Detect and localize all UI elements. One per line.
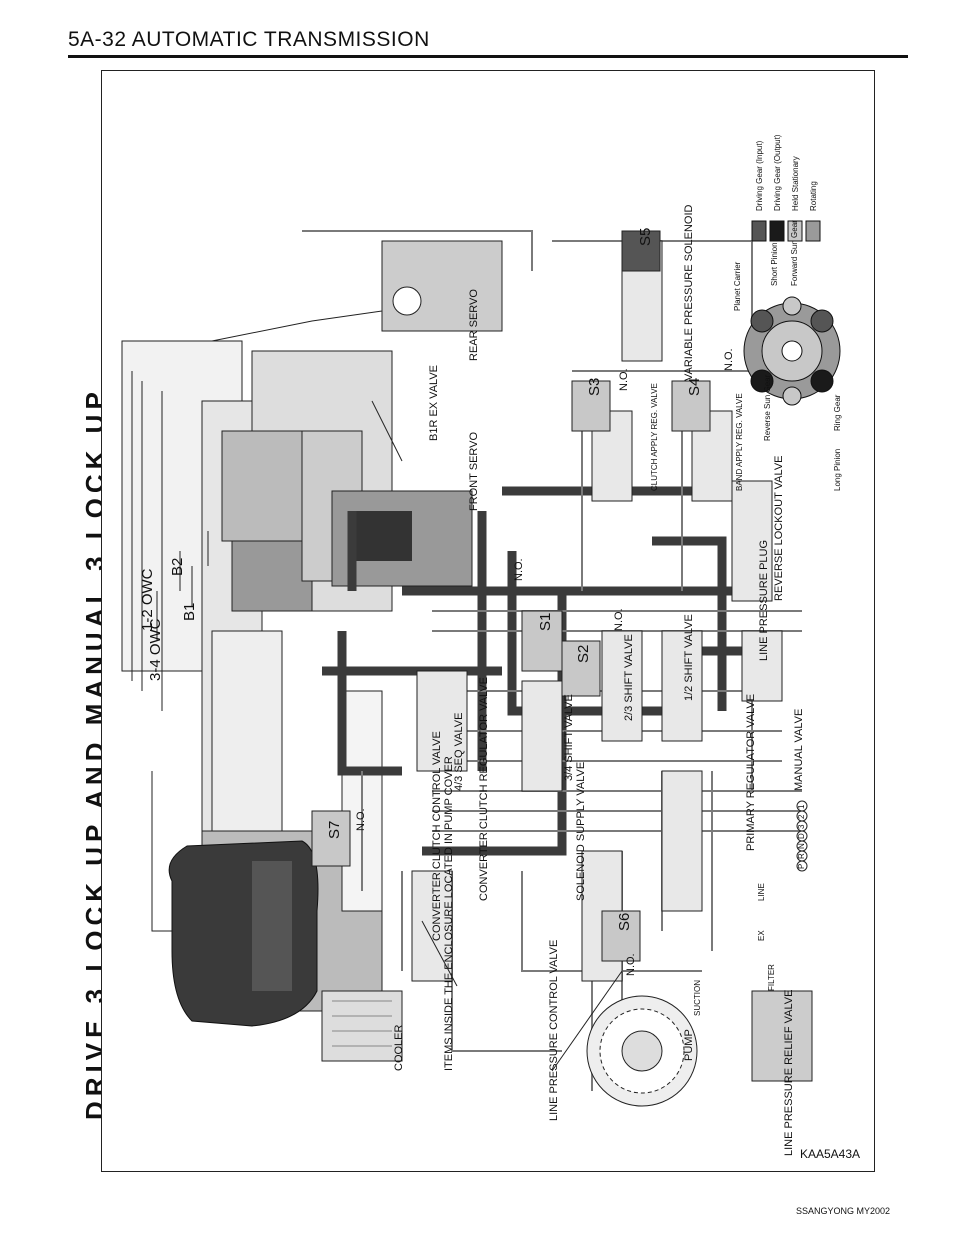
manual-valve-positions: P R N D 3 2 1 (796, 800, 808, 872)
cooler: COOLER (321, 990, 405, 1071)
s3-no-label: N.O. (618, 368, 630, 391)
s5-label: S5 (637, 228, 654, 246)
pump-label: PUMP (683, 1029, 695, 1061)
line-pressure-plug-label: LINE PRESSURE PLUG (758, 540, 770, 661)
s2-no-label: N.O. (613, 608, 625, 631)
legend-held: Held Stationary (791, 156, 800, 211)
figure-code: KAA5A43A (799, 1147, 860, 1161)
long-pinion-label: Long Pinion (833, 449, 842, 491)
line-label: LINE (757, 883, 766, 901)
ring-gear-label: Ring Gear (833, 394, 842, 431)
line-pressure-control-label: LINE PRESSURE CONTROL VALVE (548, 940, 560, 1121)
pump-gear: PUMP SUCTION (586, 980, 702, 1107)
clutch-apply-reg-label: CLUTCH APPLY REG. VALVE (650, 383, 659, 491)
s3-label: S3 (586, 378, 603, 396)
short-pinion-label: Short Pinion (770, 242, 779, 286)
s7-no-label: N.O. (355, 808, 367, 831)
manual-valve-label: MANUAL VALVE (793, 709, 805, 791)
gear-legend: Driving Gear (Input) Driving Gear (Outpu… (751, 134, 821, 242)
ex-label: EX (757, 930, 766, 941)
b2-label: B2 (169, 558, 186, 576)
band-apply-reg-label: BAND APPLY REG. VALVE (735, 393, 744, 491)
line-pressure-relief-valve: LINE PRESSURE RELIEF VALVE (751, 990, 813, 1156)
solenoid-bodies (311, 230, 711, 962)
items-inside-label: ITEMS INSIDE THE ENCLOSURE LOCATED IN PU… (443, 756, 455, 1071)
s1-no-label: N.O. (513, 558, 525, 581)
pos-p: P (797, 864, 806, 869)
torque-converter (168, 840, 319, 1027)
header-rule (68, 55, 908, 58)
cc-control-label: CONVERTER CLUTCH CONTROL VALVE (431, 731, 443, 941)
shift34-label: 3/4 SHIFT VALVE (563, 694, 575, 781)
planetary-gear-set (743, 296, 841, 406)
solenoid-labels: S1 S2 S3 S4 S5 S6 S7 N.O. N.O. N.O. N.O.… (326, 228, 735, 976)
rear-servo: REAR SERVO (381, 240, 503, 361)
owc34-label: 3-4 OWC (147, 618, 164, 681)
owc12-label: 1-2 OWC (139, 568, 156, 631)
front-servo-label: FRONT SERVO (468, 432, 480, 511)
seq43-label: 4/3 SEQ VALVE (453, 713, 465, 791)
legend-rotating: Rotating (809, 181, 818, 211)
pos-n: N (797, 843, 806, 849)
variable-pressure-label: VARIABLE PRESSURE SOLENOID (683, 204, 695, 381)
legend-driving-input: Driving Gear (Input) (755, 140, 764, 211)
legend-swatch-driving-input (751, 220, 767, 242)
s2-label: S2 (575, 645, 592, 663)
valve-labels: 4/3 SEQ VALVE 3/4 SHIFT VALVE 2/3 SHIFT … (431, 204, 805, 1121)
reverse-lockout-label: REVERSE LOCKOUT VALVE (773, 456, 785, 602)
cooler-label: COOLER (393, 1024, 405, 1071)
legend-swatch-driving-output (769, 220, 785, 242)
pos-d: D (797, 833, 806, 839)
page-footer: SSANGYONG MY2002 (796, 1206, 891, 1216)
clutch-labels: 3-4 OWC B1 1-2 OWC B2 (139, 531, 209, 681)
b1-label: B1 (181, 603, 198, 621)
pos-2: 2 (797, 814, 806, 819)
pos-3: 3 (797, 824, 806, 829)
cc-reg-label: CONVERTER CLUTCH REGULATOR VALVE (478, 677, 490, 901)
page-header: 5A-32 AUTOMATIC TRANSMISSION (68, 28, 430, 51)
misc-labels: FILTER LINE EX (757, 883, 776, 991)
s4-no-label: N.O. (723, 348, 735, 371)
s7-label: S7 (326, 821, 343, 839)
pos-r: R (797, 853, 806, 859)
reverse-sun-label: Reverse Sun Gear (763, 374, 772, 441)
filter-label: FILTER (767, 964, 776, 991)
hydraulic-circuit-diagram: COOLER REAR SERVO FRONT SERVO B1R EX VAL… (121, 134, 842, 1156)
legend-swatch-held (787, 220, 803, 242)
s1-label: S1 (537, 613, 554, 631)
suction-label: SUCTION (693, 980, 702, 1016)
front-servo: FRONT SERVO B1R EX VALVE (331, 365, 480, 587)
primary-reg-label: PRIMARY REGULATOR VALVE (745, 694, 757, 851)
rear-servo-label: REAR SERVO (468, 289, 480, 361)
gear-part-labels: Planet Carrier Short Pinion Forward Sun … (733, 220, 842, 491)
shift23-label: 2/3 SHIFT VALVE (623, 634, 635, 721)
s6-label: S6 (616, 913, 633, 931)
planet-carrier-label: Planet Carrier (733, 261, 742, 311)
leader-lines (371, 400, 623, 1072)
s6-no-label: N.O. (625, 953, 637, 976)
legend-driving-output: Driving Gear (Output) (773, 134, 782, 211)
forward-sun-label: Forward Sun Gear (790, 220, 799, 286)
line-relief-label: LINE PRESSURE RELIEF VALVE (783, 990, 795, 1156)
pos-1: 1 (797, 804, 806, 809)
legend-swatch-rotating (805, 220, 821, 242)
b1r-ex-valve-label: B1R EX VALVE (428, 365, 440, 441)
s4-label: S4 (686, 378, 703, 396)
diagram-frame: COOLER REAR SERVO FRONT SERVO B1R EX VAL… (101, 70, 875, 1172)
shift12-label: 1/2 SHIFT VALVE (683, 614, 695, 701)
solenoid-supply-label: SOLENOID SUPPLY VALVE (575, 762, 587, 901)
